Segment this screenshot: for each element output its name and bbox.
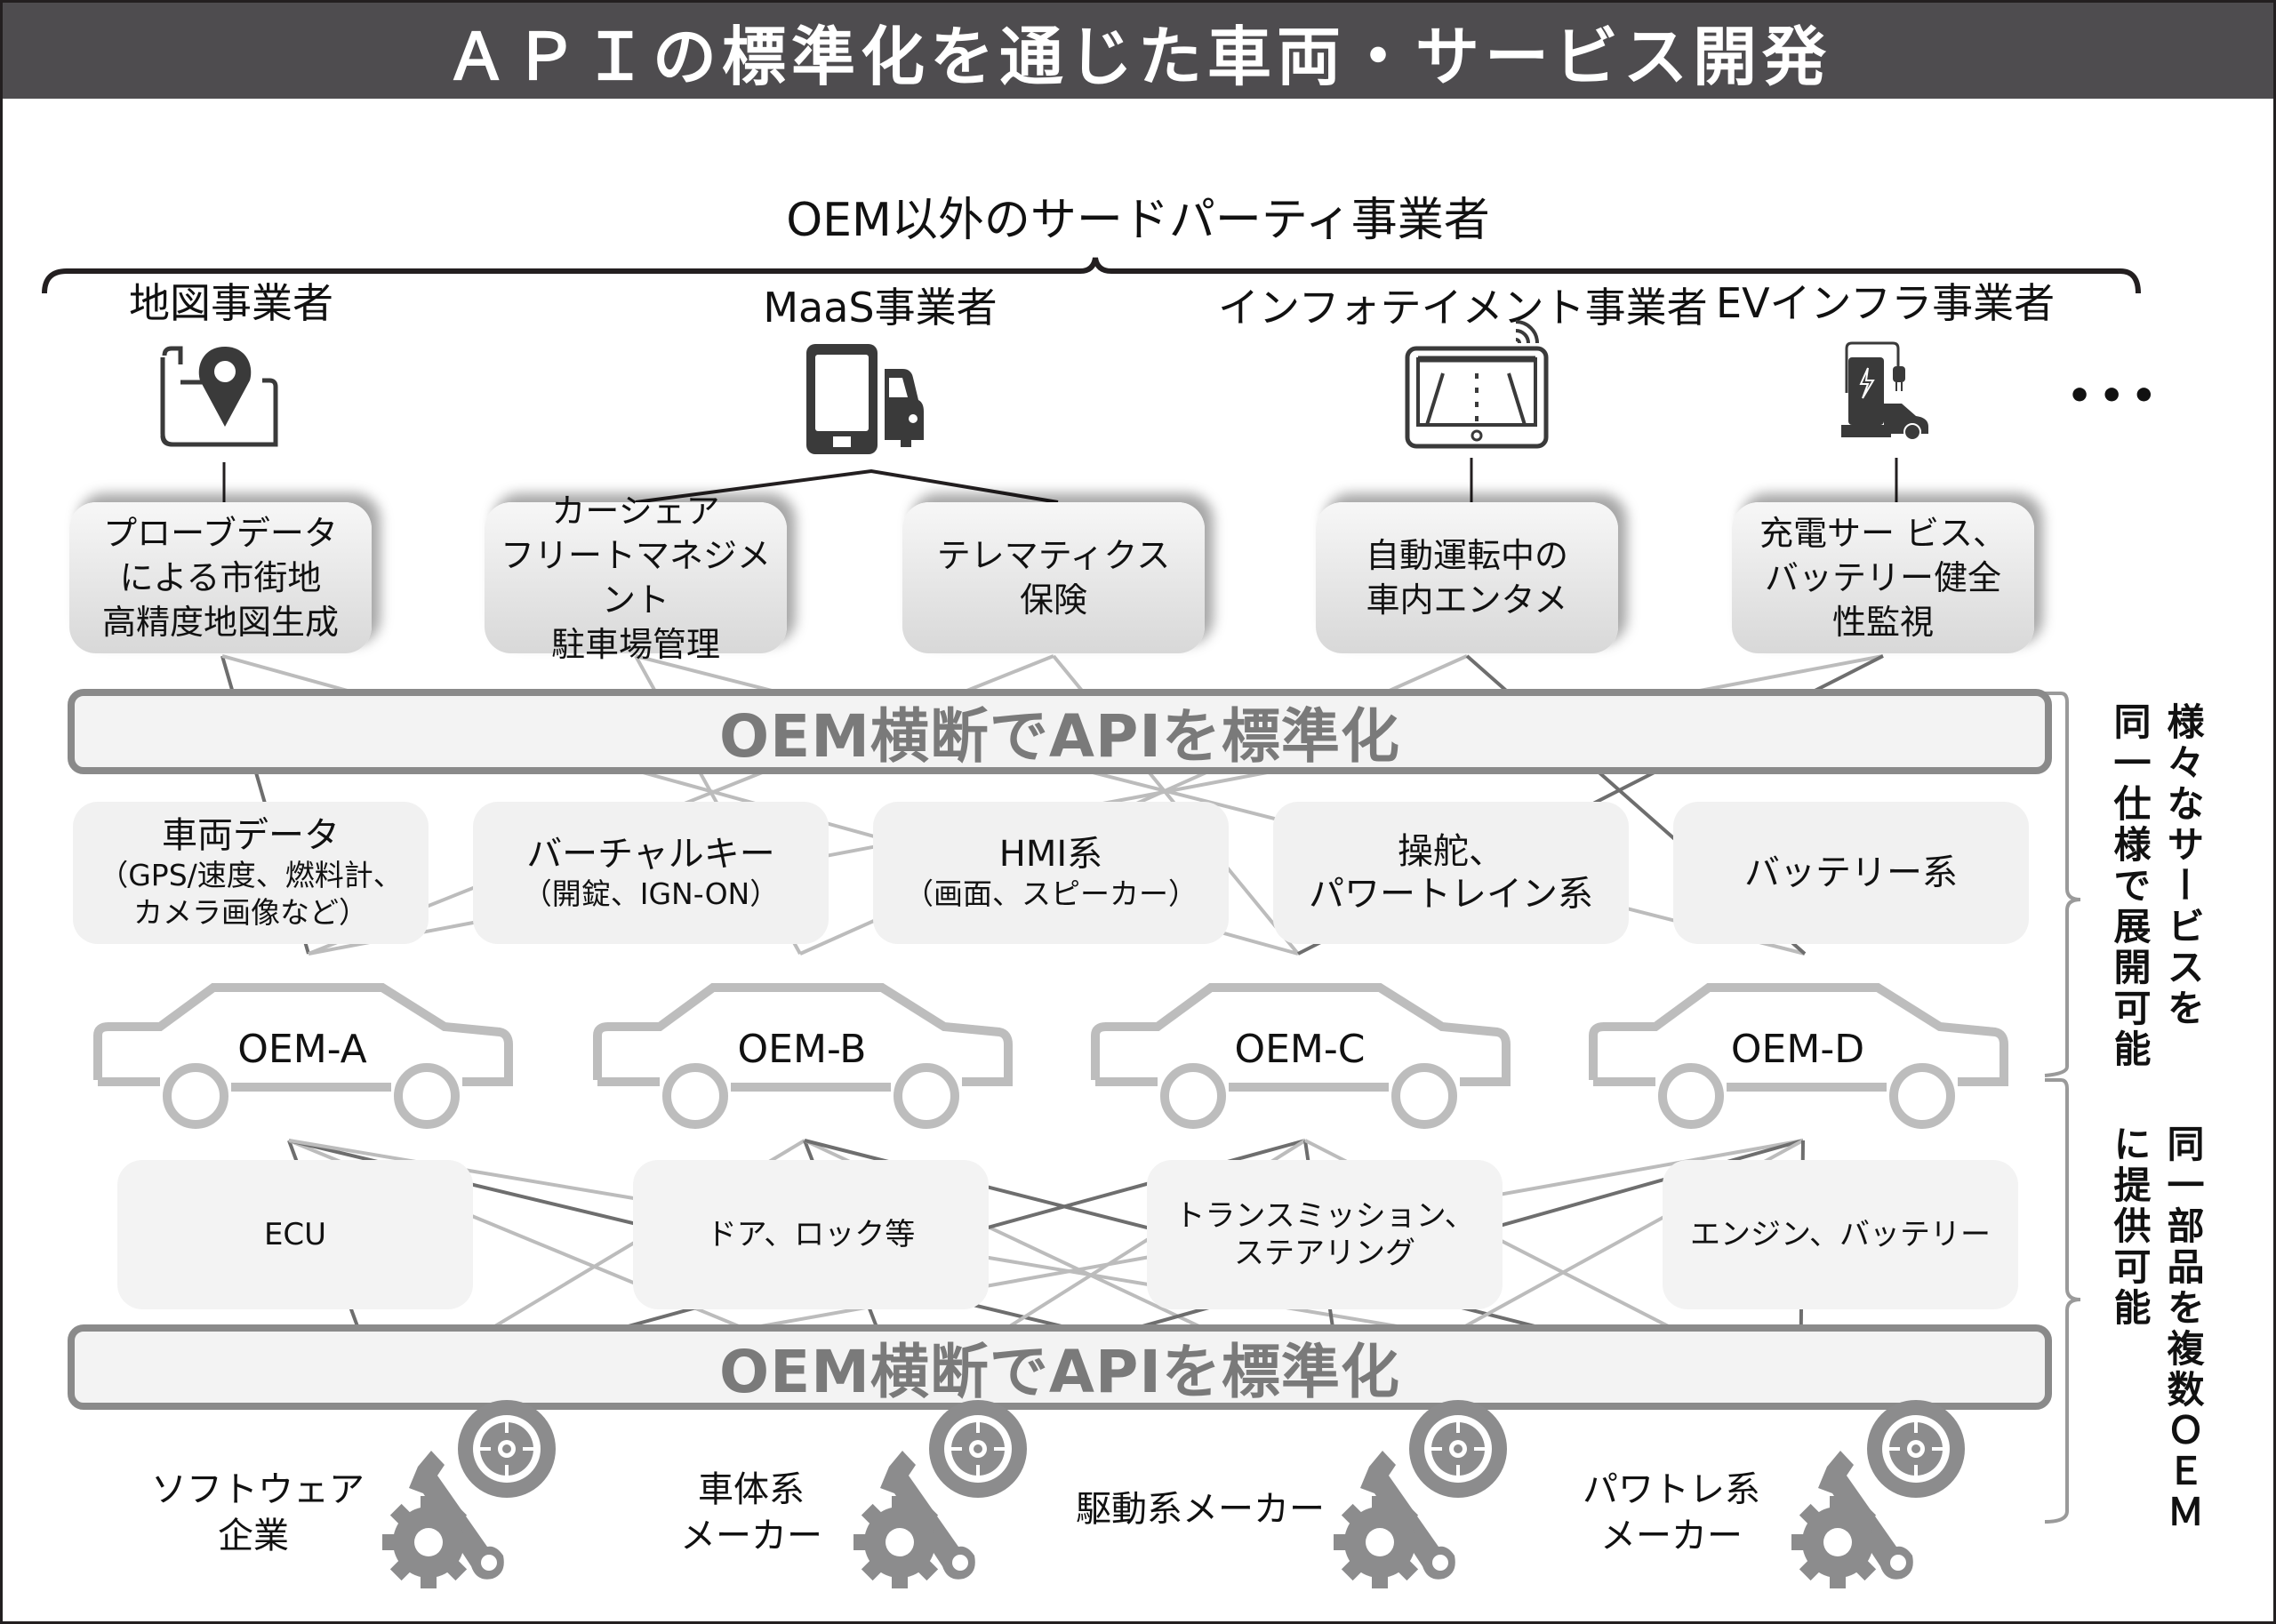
provider-ev-label: EVインフラ事業者 [1716,279,2056,327]
gear-wrench-icon [1334,1396,1511,1595]
part-text: ステアリング [1234,1236,1415,1271]
function-title: HMI系 [998,834,1103,875]
function-box-battery: バッテリー系 [1673,802,2029,944]
service-text: 自動運転中の [1365,536,1568,575]
service-text: カーシェア [551,492,720,531]
service-text: 性監視 [1831,603,1934,642]
page-title: ＡＰＩの標準化を通じた車両・サービス開発 [444,19,1831,94]
function-detail: （画面、スピーカー） [904,876,1198,911]
oem-label: OEM-C [1234,1027,1366,1072]
oem-car-c: OEM-C [1086,982,1513,1133]
function-box-hmi: HMI系 （画面、スピーカー） [873,802,1229,944]
api-bar-label: OEM横断でAPIを標準化 [719,702,1400,771]
third-party-brace [42,257,2141,294]
api-bar-label: OEM横断でAPIを標準化 [719,1338,1400,1406]
part-text: ECU [263,1217,327,1252]
function-detail: （GPS/速度、燃料計、 [99,858,403,892]
supplier-text: パワトレ系 [1583,1469,1760,1510]
function-box-steering-powertrain: 操舵、 パワートレイン系 [1273,802,1629,944]
ev-charger-icon [1836,340,1943,446]
connector-line [635,468,1059,504]
side-note-services: 様々なサービスを 同一仕様で展開可能 [2103,702,2209,1093]
oem-label: OEM-D [1730,1027,1865,1072]
service-text: 高精度地図生成 [101,603,339,642]
part-text: エンジン、バッテリー [1690,1217,1991,1252]
supplier-text: メーカー [1600,1516,1743,1556]
part-box-door-lock: ドア、ロック等 [633,1160,989,1309]
function-box-vehicle-data: 車両データ （GPS/速度、燃料計、 カメラ画像など） [73,802,429,944]
third-party-heading: OEM以外のサードパーティ事業者 [786,194,1490,247]
api-standardization-bar-lower: OEM横断でAPIを標準化 [68,1324,2052,1410]
oem-car-d: OEM-D [1584,982,2011,1133]
function-title: 操舵、 [1398,831,1504,872]
service-text: による市街地 [119,558,322,597]
service-text: 駐車場管理 [550,625,720,664]
service-text: 保険 [1019,580,1087,620]
supplier-text: メーカー [680,1516,822,1556]
part-box-ecu: ECU [117,1160,473,1309]
function-detail: カメラ画像など） [133,895,368,930]
oem-car-b: OEM-B [589,982,1015,1133]
provider-infotainment-label: インフォテイメント事業者 [1218,284,1708,332]
api-standardization-bar-upper: OEM横断でAPIを標準化 [68,689,2052,774]
part-box-engine-battery: エンジン、バッテリー [1663,1160,2018,1309]
service-text: プローブデータ [103,514,338,553]
function-detail: （開錠、IGN-ON） [522,876,780,911]
provider-map-label: 地図事業者 [129,279,333,327]
side-note-parts: 同一部品を複数ＯＥＭ に提供可能 [2103,1124,2209,1542]
supplier-text: 車体系 [698,1469,805,1510]
service-text: 車内エンタメ [1366,580,1568,620]
supplier-text: 駆動系メーカー [1076,1489,1325,1530]
function-title: パワートレイン系 [1309,874,1593,915]
side-note-line: 同一仕様で展開可能 [2108,702,2152,1070]
gear-wrench-icon [854,1396,1031,1595]
side-bracket-upper [2044,692,2081,1077]
side-note-line: に提供可能 [2108,1124,2152,1329]
side-note-line: 同一部品を複数ＯＥＭ [2161,1124,2205,1533]
map-pin-icon [156,338,280,453]
function-title: バッテリー系 [1744,852,1958,893]
supplier-text: ソフトウェア [151,1469,365,1510]
service-text: テレマティクス [936,536,1171,575]
more-providers-ellipsis: ••• [2067,373,2164,419]
service-text: フリートマネジメント [500,536,771,620]
side-bracket-lower [2044,1078,2081,1524]
provider-maas-label: MaaS事業者 [763,284,998,332]
function-title: 車両データ [162,815,340,856]
supplier-body: 車体系 メーカー [662,1467,840,1559]
part-text: トランスミッション、 [1174,1198,1475,1234]
title-bar: ＡＰＩの標準化を通じた車両・サービス開発 [3,3,2273,99]
function-box-virtual-key: バーチャルキー （開錠、IGN-ON） [473,802,829,944]
service-text: バッテリー健全 [1764,558,2001,597]
part-text: ドア、ロック等 [706,1217,916,1252]
function-title: バーチャルキー [526,834,775,875]
supplier-drivetrain: 駆動系メーカー [1067,1486,1334,1532]
service-box-carshare: カーシェアフリートマネジメント駐車場管理 [485,492,787,664]
supplier-software: ソフトウェア 企業 [151,1467,365,1559]
part-box-transmission: トランスミッション、ステアリング [1147,1160,1503,1309]
oem-label: OEM-A [237,1027,367,1072]
supplier-powertrain: パワトレ系 メーカー [1574,1467,1769,1559]
oem-label: OEM-B [737,1027,867,1072]
service-box-charging: 充電サー ビス、バッテリー健全性監視 [1732,502,2034,653]
side-note-line: 様々なサービスを [2161,702,2205,1029]
supplier-text: 企業 [218,1516,289,1556]
phone-car-icon [805,342,938,458]
gear-wrench-icon [382,1396,560,1595]
tablet-road-icon [1400,320,1560,453]
service-box-map: プローブデータによる市街地高精度地図生成 [69,502,372,653]
service-box-entertainment: 自動運転中の車内エンタメ [1316,502,1618,653]
gear-wrench-icon [1791,1396,1969,1595]
service-text: 充電サー ビス、 [1759,514,2008,553]
service-box-telematics: テレマティクス保険 [902,502,1205,653]
oem-car-a: OEM-A [89,982,516,1133]
